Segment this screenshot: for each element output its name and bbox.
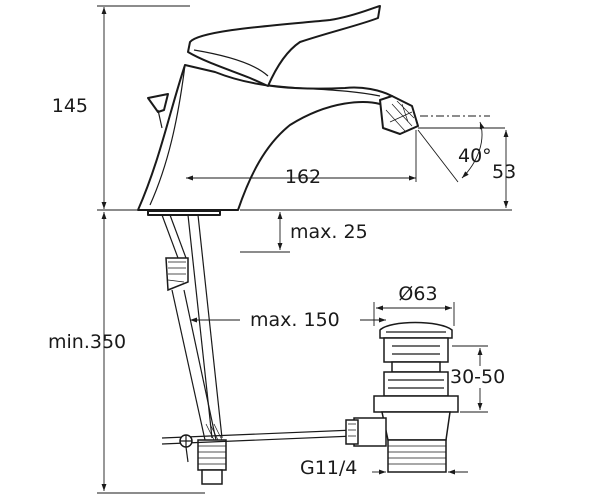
dim-height-53: 53 bbox=[492, 161, 516, 183]
base-plate bbox=[147, 210, 221, 216]
dim-angle-40: 40° bbox=[458, 145, 492, 167]
drain-linkage-rod bbox=[161, 429, 355, 463]
dimension-lines bbox=[97, 5, 512, 494]
feed-hoses bbox=[161, 214, 227, 485]
popup-waste bbox=[345, 321, 459, 473]
popup-knob bbox=[147, 93, 169, 129]
dim-reach-162: 162 bbox=[285, 166, 321, 188]
lever-handle bbox=[187, 5, 381, 87]
dim-range-30-50: 30-50 bbox=[450, 366, 505, 388]
dim-diameter-63: Ø63 bbox=[398, 283, 437, 305]
dim-min-350: min.350 bbox=[48, 331, 126, 353]
faucet-body bbox=[137, 64, 419, 211]
dim-max-25: max. 25 bbox=[290, 221, 368, 243]
dim-height-145: 145 bbox=[52, 95, 88, 117]
dim-max-150: max. 150 bbox=[250, 309, 340, 331]
dim-thread-g114: G11/4 bbox=[300, 457, 357, 479]
